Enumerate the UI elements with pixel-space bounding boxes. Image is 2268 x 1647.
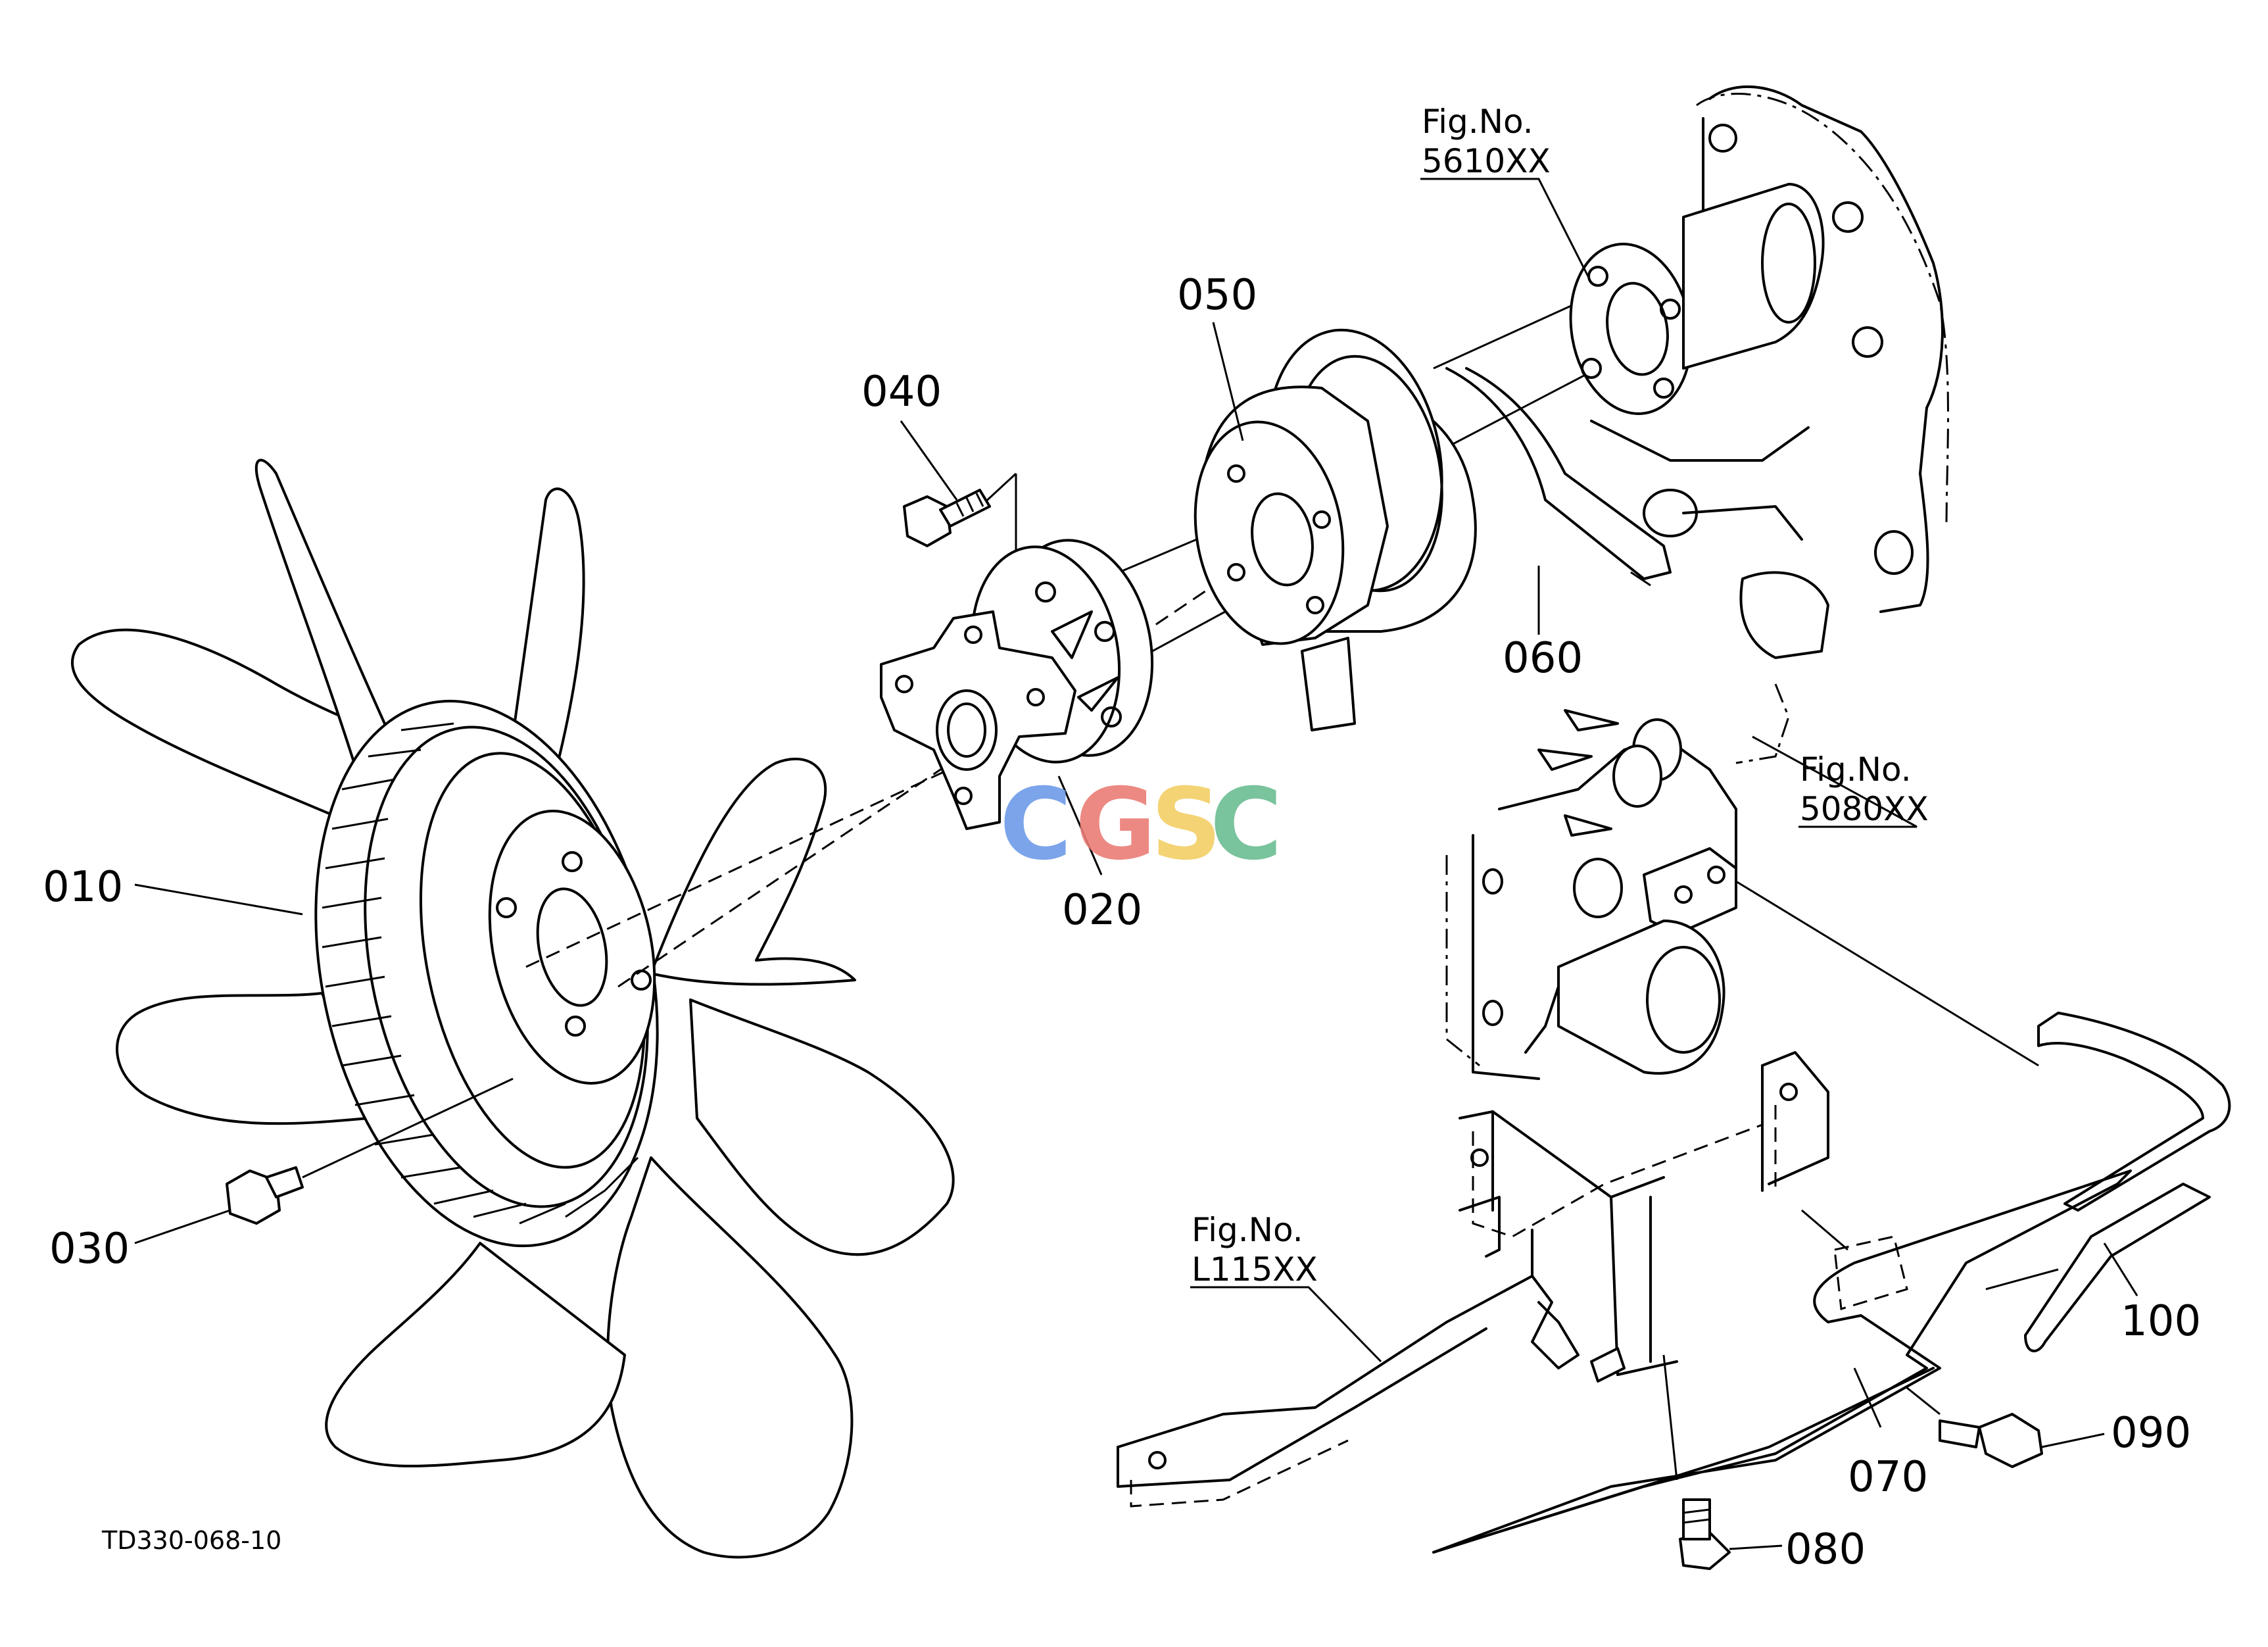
part-label-010: 010 <box>43 863 123 912</box>
fig-ref-label-5080: Fig.No. <box>1800 750 1912 789</box>
baffle-plate-070-drawing <box>1432 1169 2132 1554</box>
watermark-letter-c1: C <box>1000 768 1072 882</box>
coupling-020-drawing <box>880 539 1154 830</box>
bolt-030-drawing <box>226 1166 304 1225</box>
bolt-080-drawing <box>1679 1498 1731 1570</box>
watermark-letter-g: G <box>1075 768 1156 882</box>
belt-060-drawing <box>1445 367 1672 587</box>
part-labels: 010 020 030 040 050 060 070 080 090 100 <box>43 271 2201 1574</box>
fig-ref-label-5610: Fig.No. <box>1422 103 1533 141</box>
engine-block-drawing <box>1445 683 2039 1080</box>
fig-ref-code-l115: L115XX <box>1192 1250 1318 1289</box>
part-label-030: 030 <box>49 1225 130 1273</box>
watermark-letter-s: S <box>1151 768 1222 882</box>
part-label-060: 060 <box>1503 634 1583 683</box>
figure-references: Fig.No. 5610XX Fig.No. 5080XX Fig.No. L1… <box>1192 103 1929 1289</box>
fan-drawing <box>70 458 955 1559</box>
fig-ref-code-5610: 5610XX <box>1422 142 1551 180</box>
water-pump-drawing <box>1569 85 1949 659</box>
cgsc-watermark: C G S C <box>1000 768 1282 882</box>
part-label-040: 040 <box>861 368 942 416</box>
pipe-100-drawing <box>2024 1012 2231 1352</box>
part-label-070: 070 <box>1848 1453 1928 1502</box>
pulley-050-drawing <box>1194 328 1477 731</box>
frame-bracket-drawing <box>1117 1051 1829 1508</box>
part-label-020: 020 <box>1062 886 1142 935</box>
part-label-050: 050 <box>1177 271 1257 320</box>
fig-ref-label-l115: Fig.No. <box>1192 1211 1303 1249</box>
figure-code: TD330-068-10 <box>101 1526 281 1555</box>
bolt-090-drawing <box>1939 1413 2043 1468</box>
watermark-letter-c2: C <box>1210 768 1282 882</box>
leader-lines <box>134 178 2138 1550</box>
fig-ref-code-5080: 5080XX <box>1800 790 1929 828</box>
part-label-090: 090 <box>2111 1409 2191 1458</box>
part-label-080: 080 <box>1785 1525 1866 1574</box>
bolt-040-drawing <box>903 489 991 547</box>
part-label-100: 100 <box>2121 1297 2201 1346</box>
